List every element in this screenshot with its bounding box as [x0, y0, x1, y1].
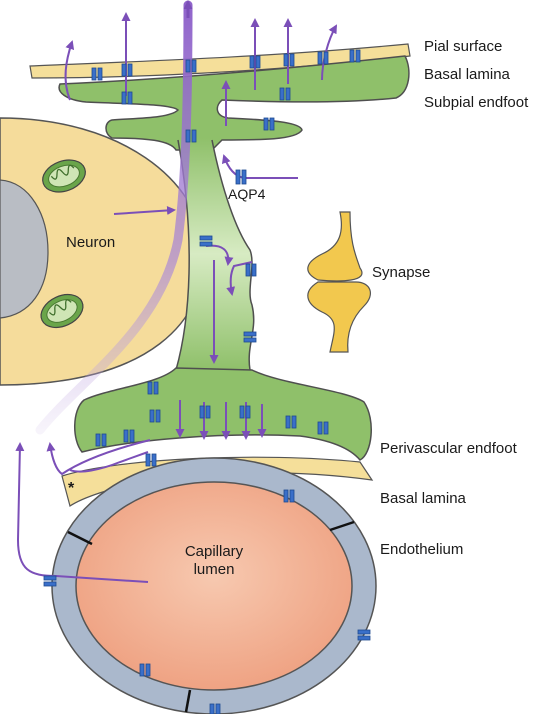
label-synapse: Synapse [372, 264, 430, 281]
perivascular-endfoot [75, 368, 372, 460]
label-basal-lamina-top: Basal lamina [424, 66, 510, 83]
label-lumen: lumen [194, 561, 235, 578]
label-perivascular-endfoot: Perivascular endfoot [380, 440, 517, 457]
capillary-lumen [76, 482, 352, 690]
label-aqp4: AQP4 [228, 186, 265, 203]
label-subpial-endfoot: Subpial endfoot [424, 94, 528, 111]
label-neuron: Neuron [66, 234, 115, 251]
label-pial-surface: Pial surface [424, 38, 502, 55]
capillary [52, 458, 376, 714]
label-asterisk: * [68, 480, 74, 497]
label-basal-lamina-bottom: Basal lamina [380, 490, 466, 507]
label-endothelium: Endothelium [380, 541, 463, 558]
label-capillary: Capillary [185, 543, 243, 560]
synapse [308, 212, 371, 352]
